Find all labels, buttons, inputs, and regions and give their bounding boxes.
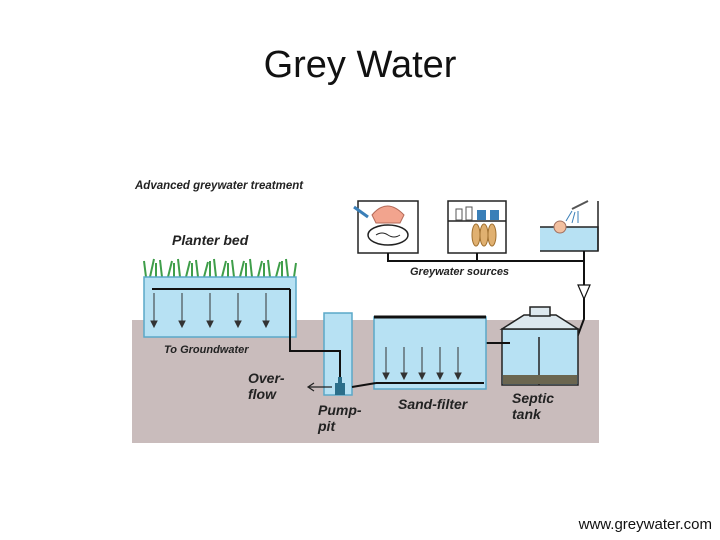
pump-to-planter-pipe	[289, 289, 341, 377]
diagram-heading-text: Advanced greywater treatment	[134, 180, 304, 192]
overflow-label-line1: Over-	[248, 370, 285, 386]
pump-pit-label-line1: Pump-	[318, 402, 362, 418]
slide-title: Grey Water	[263, 44, 457, 86]
planter-bed-label: Planter bed	[172, 232, 249, 248]
greywater-sources-label: Greywater sources	[410, 266, 509, 278]
sand-filter-arrows	[382, 347, 462, 381]
septic-tank	[499, 306, 581, 386]
laundry-detergent-icon	[448, 206, 506, 247]
pump-icon	[335, 377, 345, 395]
source-collection-pipe	[387, 251, 585, 262]
bathtub-shower-icon	[540, 200, 599, 252]
planter-infiltration-arrows	[150, 293, 270, 329]
plants-icon	[143, 258, 297, 278]
to-groundwater-label: To Groundwater	[164, 344, 249, 356]
sand-filter-label: Sand-filter	[398, 396, 469, 412]
greywater-diagram: Advanced greywater treatment Planter bed…	[132, 165, 599, 443]
planter-bed-tank	[143, 276, 297, 338]
pump-pit-label-line2: pit	[317, 418, 336, 434]
overflow-arrow-icon	[306, 382, 332, 392]
sand-filter-tank	[373, 316, 487, 390]
filter-to-pumppit-pipe	[351, 382, 377, 388]
kitchen-sink-icon	[353, 205, 409, 246]
septic-tank-label-line2: tank	[512, 406, 542, 422]
septic-tank-label-line1: Septic	[512, 390, 554, 406]
flow-arrow-icon	[577, 284, 591, 301]
overflow-label-line2: flow	[248, 386, 277, 402]
source-footer: www.greywater.com	[578, 516, 712, 533]
